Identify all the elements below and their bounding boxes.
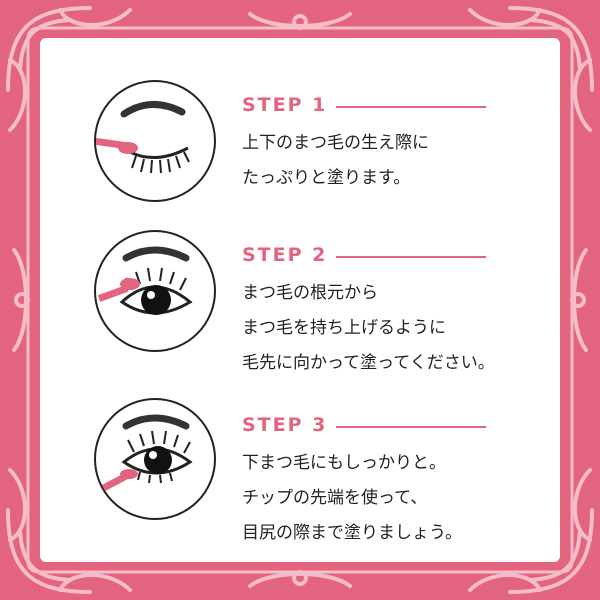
step-line: 上下のまつ毛の生え際に [242,133,429,153]
step-divider [336,256,486,258]
step-line: 毛先に向かって塗ってください。 [242,353,495,373]
step-2: STEP 2 まつ毛の根元から まつ毛を持ち上げるように 毛先に向かって塗ってく… [40,208,560,373]
open-eye-lower-lash-applicator-icon [94,398,216,520]
step-description: 上下のまつ毛の生え際に たっぷりと塗ります。 [242,126,429,196]
instructions-panel: STEP 1 上下のまつ毛の生え際に たっぷりと塗ります。 [40,38,560,562]
step-line: チップの先端を使って、 [242,488,428,508]
step-line: 目尻の際まで塗りましょう。 [242,523,462,543]
step-line: まつ毛の根元から [242,283,378,303]
step-title: STEP 1 [242,94,328,116]
step-line: まつ毛を持ち上げるように [242,318,446,338]
step-divider [336,106,486,108]
step-description: まつ毛の根元から まつ毛を持ち上げるように 毛先に向かって塗ってください。 [242,276,495,381]
step-1: STEP 1 上下のまつ毛の生え際に たっぷりと塗ります。 [40,58,560,208]
step-line: たっぷりと塗ります。 [242,168,411,188]
step-divider [336,426,486,428]
open-eye-upper-lash-applicator-icon [94,230,216,352]
step-title: STEP 2 [242,244,328,266]
closed-eye-applicator-icon [94,80,216,202]
step-line: 下まつ毛にもしっかりと。 [242,453,446,473]
step-title: STEP 3 [242,414,328,436]
step-description: 下まつ毛にもしっかりと。 チップの先端を使って、 目尻の際まで塗りましょう。 [242,446,462,551]
step-3: STEP 3 下まつ毛にもしっかりと。 チップの先端を使って、 目尻の際まで塗り… [40,378,560,543]
